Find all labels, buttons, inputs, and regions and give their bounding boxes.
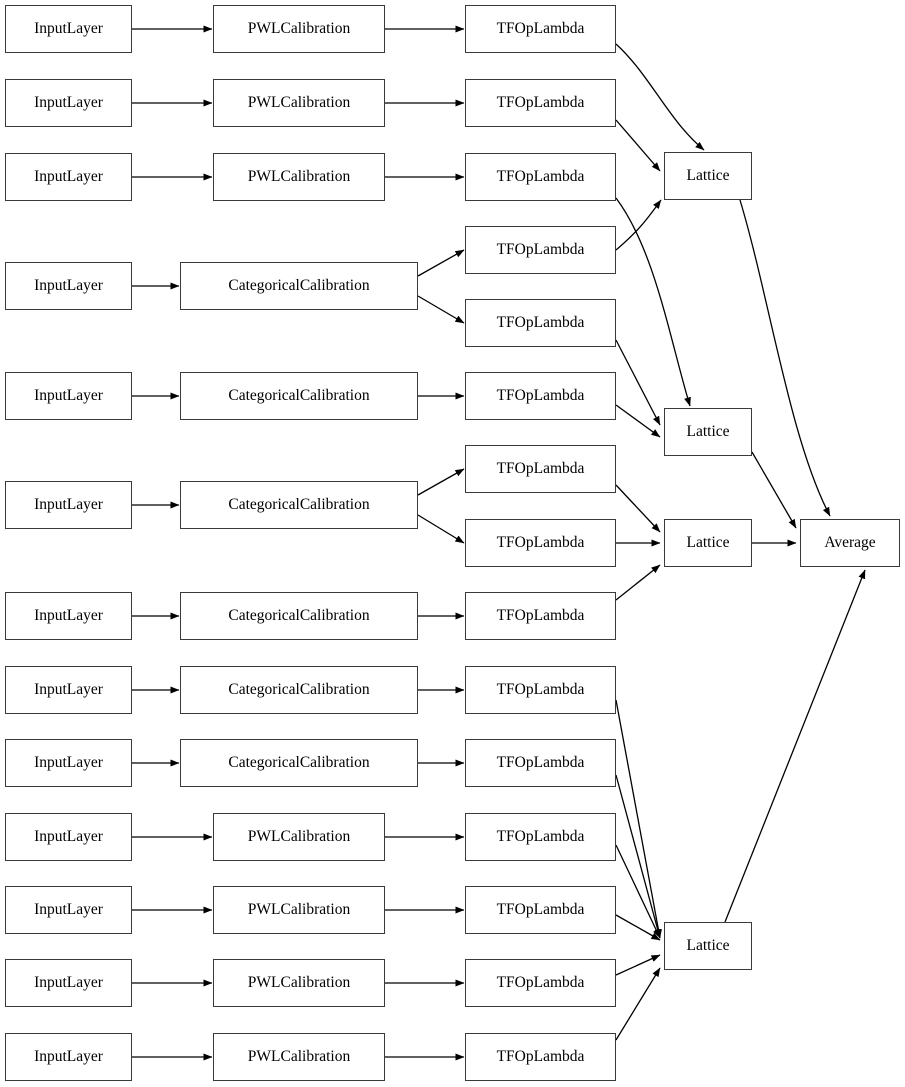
node-cal9[interactable]: CategoricalCalibration [180,739,418,787]
node-lat1[interactable]: Lattice [664,152,752,200]
node-op9[interactable]: TFOpLambda [465,592,616,640]
edge-op2-to-lat1 [615,119,661,172]
node-avg[interactable]: Average [800,519,900,567]
node-in6[interactable]: InputLayer [5,481,132,529]
node-cal8[interactable]: CategoricalCalibration [180,666,418,714]
node-cal5[interactable]: CategoricalCalibration [180,372,418,420]
edge-lat2-to-avg [751,451,797,529]
edge-op14-to-lat4 [615,954,661,976]
node-in13[interactable]: InputLayer [5,1033,132,1081]
node-op15[interactable]: TFOpLambda [465,1033,616,1081]
node-cal12[interactable]: PWLCalibration [213,959,385,1007]
node-lat2[interactable]: Lattice [664,408,752,456]
node-in7[interactable]: InputLayer [5,592,132,640]
node-in4[interactable]: InputLayer [5,262,132,310]
node-op13[interactable]: TFOpLambda [465,886,616,934]
edge-op5-to-lat2 [615,339,661,426]
edge-op1-to-lat1 [615,43,705,151]
node-cal13[interactable]: PWLCalibration [213,1033,385,1081]
edge-op9-to-lat3 [615,564,661,601]
node-cal7[interactable]: CategoricalCalibration [180,592,418,640]
node-in1[interactable]: InputLayer [5,5,132,53]
edge-cal4-to-op5 [417,295,465,324]
node-op2[interactable]: TFOpLambda [465,79,616,127]
node-cal3[interactable]: PWLCalibration [213,153,385,201]
node-op14[interactable]: TFOpLambda [465,959,616,1007]
node-in5[interactable]: InputLayer [5,372,132,420]
node-op1[interactable]: TFOpLambda [465,5,616,53]
node-op6[interactable]: TFOpLambda [465,372,616,420]
node-in2[interactable]: InputLayer [5,79,132,127]
node-op5[interactable]: TFOpLambda [465,299,616,347]
node-op12[interactable]: TFOpLambda [465,813,616,861]
node-cal6[interactable]: CategoricalCalibration [180,481,418,529]
edge-op4-to-lat1 [615,199,662,251]
node-cal11[interactable]: PWLCalibration [213,886,385,934]
edge-lat4-to-avg [724,569,866,923]
edge-cal4-to-op4 [417,249,465,277]
edge-op6-to-lat2 [615,404,661,438]
node-cal2[interactable]: PWLCalibration [213,79,385,127]
node-cal4[interactable]: CategoricalCalibration [180,262,418,310]
node-cal1[interactable]: PWLCalibration [213,5,385,53]
edge-cal6-to-op8 [417,514,465,544]
node-in12[interactable]: InputLayer [5,959,132,1007]
edge-op10-to-lat4 [615,699,662,939]
edge-cal6-to-op7 [417,468,465,496]
node-op7[interactable]: TFOpLambda [465,445,616,493]
node-op10[interactable]: TFOpLambda [465,666,616,714]
node-in10[interactable]: InputLayer [5,813,132,861]
node-op11[interactable]: TFOpLambda [465,739,616,787]
node-lat3[interactable]: Lattice [664,519,752,567]
edge-op12-to-lat4 [615,844,661,939]
node-lat4[interactable]: Lattice [664,922,752,970]
node-in11[interactable]: InputLayer [5,886,132,934]
edge-op3-to-lat2 [615,197,691,407]
edge-lat1-to-avg [739,199,831,517]
edge-op15-to-lat4 [615,967,661,1041]
node-op3[interactable]: TFOpLambda [465,153,616,201]
node-in9[interactable]: InputLayer [5,739,132,787]
edge-op11-to-lat4 [615,774,662,939]
edge-op13-to-lat4 [615,914,661,941]
node-op8[interactable]: TFOpLambda [465,519,616,567]
node-in3[interactable]: InputLayer [5,153,132,201]
node-op4[interactable]: TFOpLambda [465,226,616,274]
edge-op7-to-lat3 [615,484,661,533]
node-in8[interactable]: InputLayer [5,666,132,714]
node-cal10[interactable]: PWLCalibration [213,813,385,861]
